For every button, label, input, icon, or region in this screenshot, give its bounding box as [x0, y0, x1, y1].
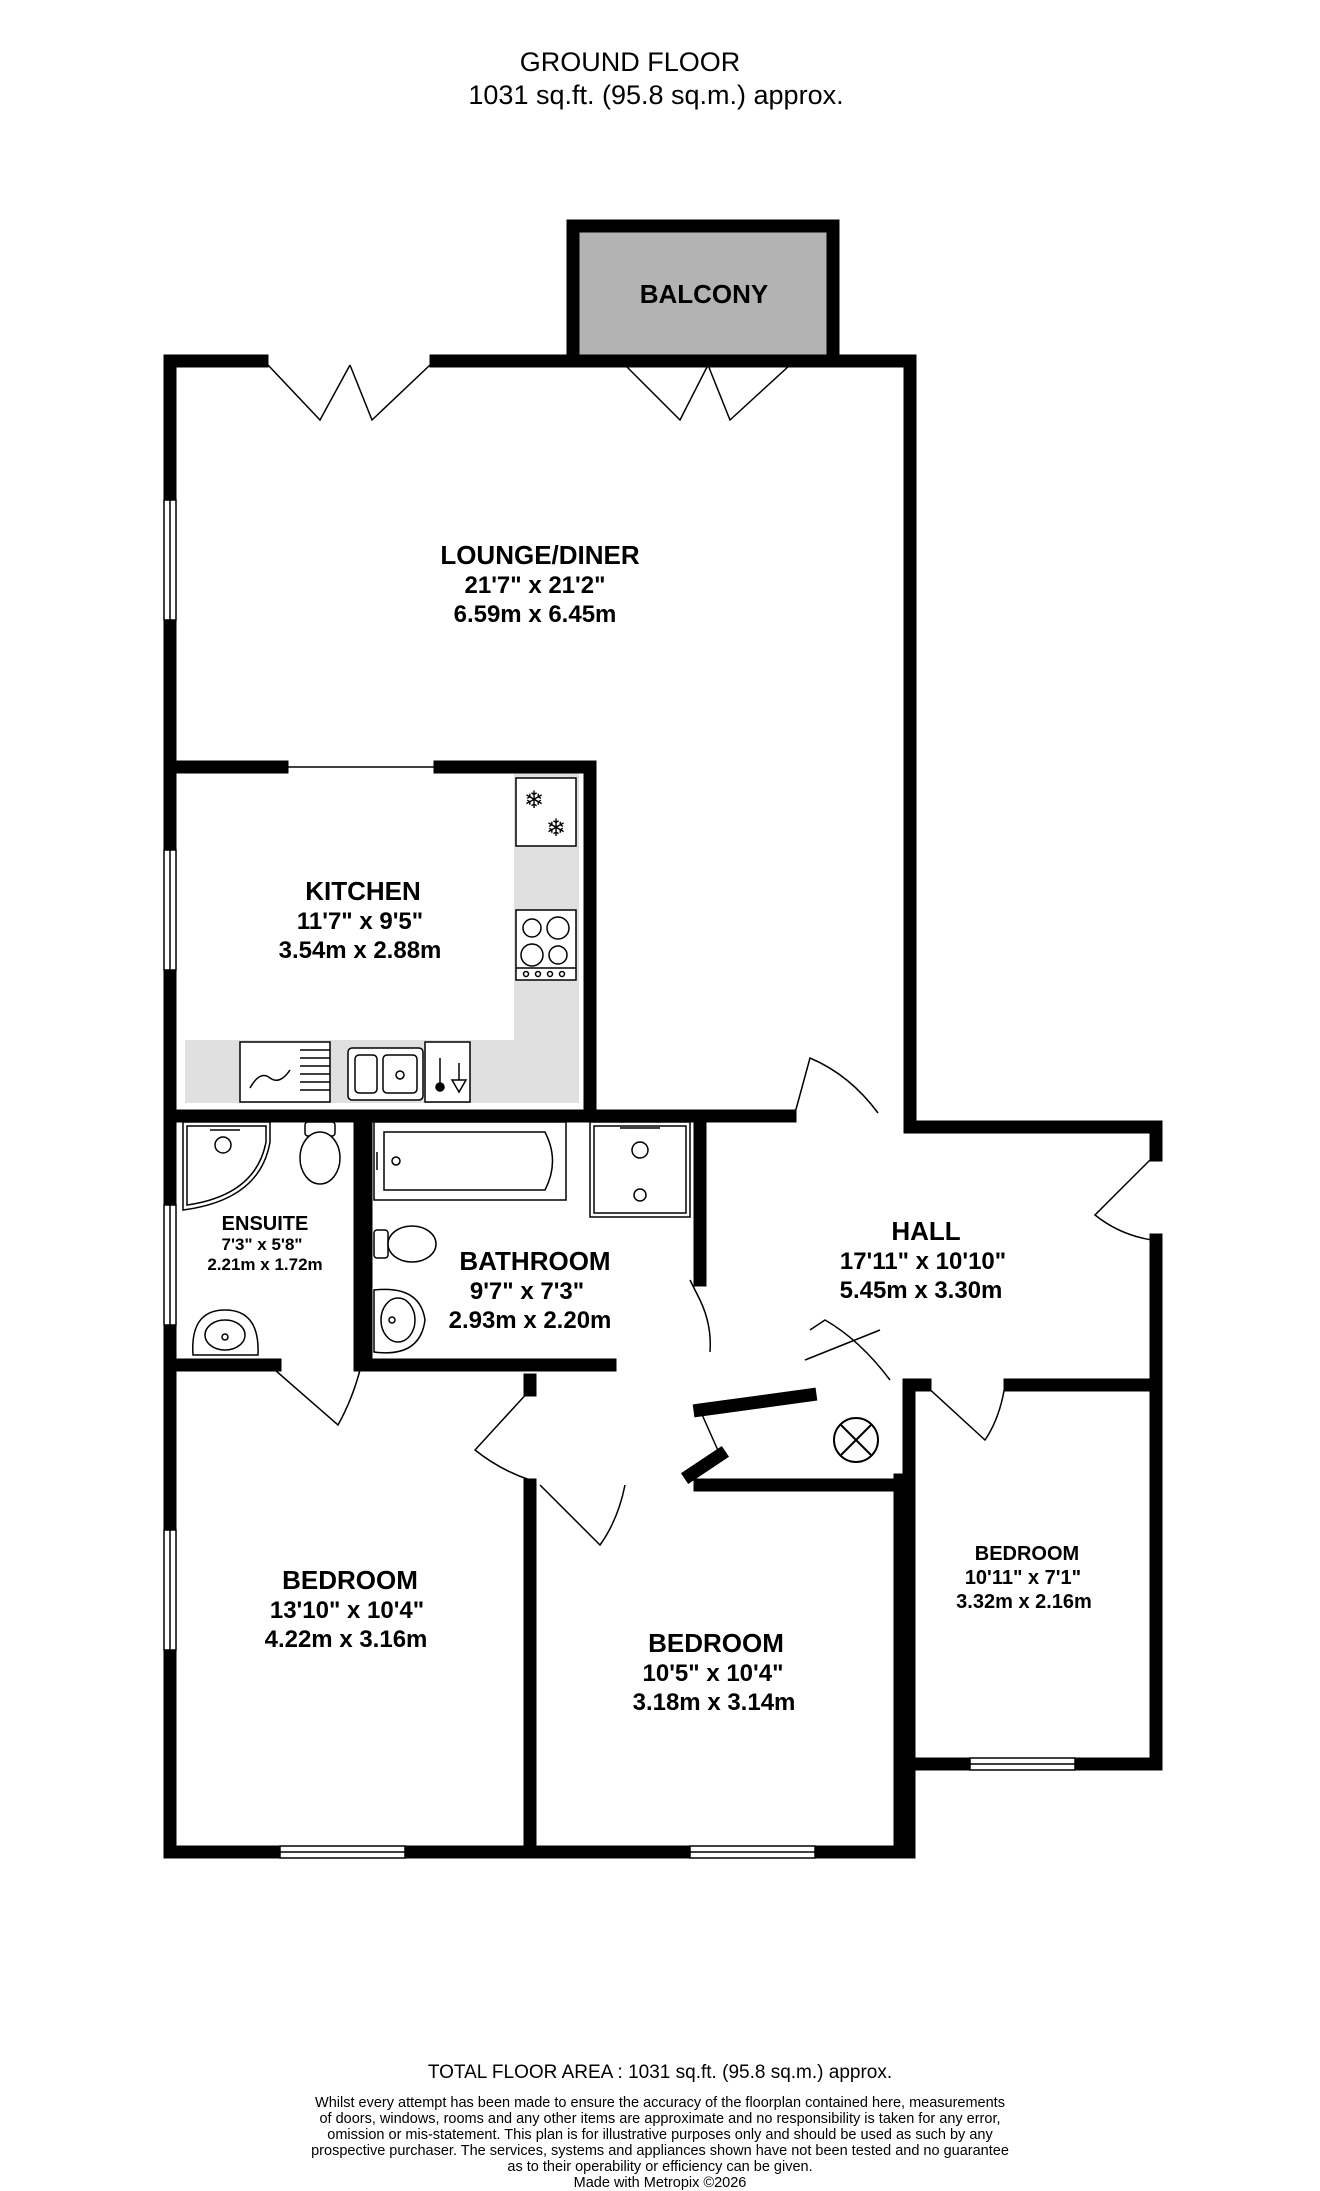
ensuite-imperial: 7'3" x 5'8" — [222, 1235, 303, 1254]
shower-tray-icon — [182, 1121, 271, 1211]
hall-imperial: 17'11" x 10'10" — [840, 1248, 1006, 1275]
svg-text:❄: ❄ — [524, 787, 544, 814]
bedroom3-name: BEDROOM — [975, 1543, 1079, 1565]
bathroom-metric: 2.93m x 2.20m — [449, 1307, 612, 1334]
floor-title: GROUND FLOOR — [520, 47, 741, 77]
lounge-imperial: 21'7" x 21'2" — [465, 572, 606, 599]
disclaimer-line: Whilst every attempt has been made to en… — [315, 2095, 1005, 2111]
bathroom-name: BATHROOM — [459, 1246, 610, 1276]
lounge-metric: 6.59m x 6.45m — [454, 601, 617, 628]
bedroom3-imperial: 10'11" x 7'1" — [965, 1567, 1081, 1589]
disclaimer-line: omission or mis-statement. This plan is … — [327, 2127, 993, 2143]
kitchen-metric: 3.54m x 2.88m — [279, 937, 442, 964]
bedroom1-metric: 4.22m x 3.16m — [265, 1626, 428, 1653]
extractor-icon — [833, 1417, 879, 1463]
bath-icon — [373, 1121, 567, 1201]
toilet-icon — [373, 1225, 437, 1263]
bedroom3-metric: 3.32m x 2.16m — [956, 1591, 1092, 1613]
bedroom2-imperial: 10'5" x 10'4" — [643, 1660, 784, 1687]
bedroom2-name: BEDROOM — [648, 1628, 784, 1658]
bedroom1-imperial: 13'10" x 10'4" — [270, 1597, 424, 1624]
basin-icon — [192, 1309, 259, 1356]
ensuite-name: ENSUITE — [222, 1213, 309, 1235]
toilet-icon — [299, 1121, 341, 1185]
kitchen-imperial: 11'7" x 9'5" — [297, 908, 423, 935]
ensuite-metric: 2.21m x 1.72m — [207, 1255, 322, 1274]
floor-area: 1031 sq.ft. (95.8 sq.m.) approx. — [468, 80, 843, 110]
total-floor-area: TOTAL FLOOR AREA : 1031 sq.ft. (95.8 sq.… — [428, 2062, 892, 2083]
shower-tray-icon — [589, 1121, 691, 1218]
balcony-label: BALCONY — [640, 279, 769, 309]
credit-line: Made with Metropix ©2026 — [574, 2175, 747, 2191]
tap-icon — [424, 1041, 471, 1103]
hall-name: HALL — [891, 1216, 960, 1246]
freezer-icon: ❄ ❄ — [515, 777, 577, 847]
door-swing-icon — [267, 364, 1153, 1547]
basin-icon — [373, 1288, 426, 1354]
disclaimer-line: prospective purchaser. The services, sys… — [311, 2143, 1009, 2159]
bedroom2-metric: 3.18m x 3.14m — [633, 1689, 796, 1716]
balcony-area — [566, 219, 840, 368]
window-icon — [163, 499, 1076, 1859]
bathroom-imperial: 9'7" x 7'3" — [470, 1278, 584, 1305]
disclaimer-line: as to their operability or efficiency ca… — [507, 2159, 812, 2175]
svg-text:❄: ❄ — [546, 815, 566, 842]
walls — [163, 354, 1163, 1859]
sink-icon — [239, 1041, 424, 1103]
hall-metric: 5.45m x 3.30m — [840, 1277, 1003, 1304]
hob-icon — [515, 909, 577, 981]
lounge-name: LOUNGE/DINER — [440, 540, 640, 570]
bedroom1-name: BEDROOM — [282, 1565, 418, 1595]
kitchen-name: KITCHEN — [305, 876, 421, 906]
disclaimer-line: of doors, windows, rooms and any other i… — [319, 2111, 1000, 2127]
